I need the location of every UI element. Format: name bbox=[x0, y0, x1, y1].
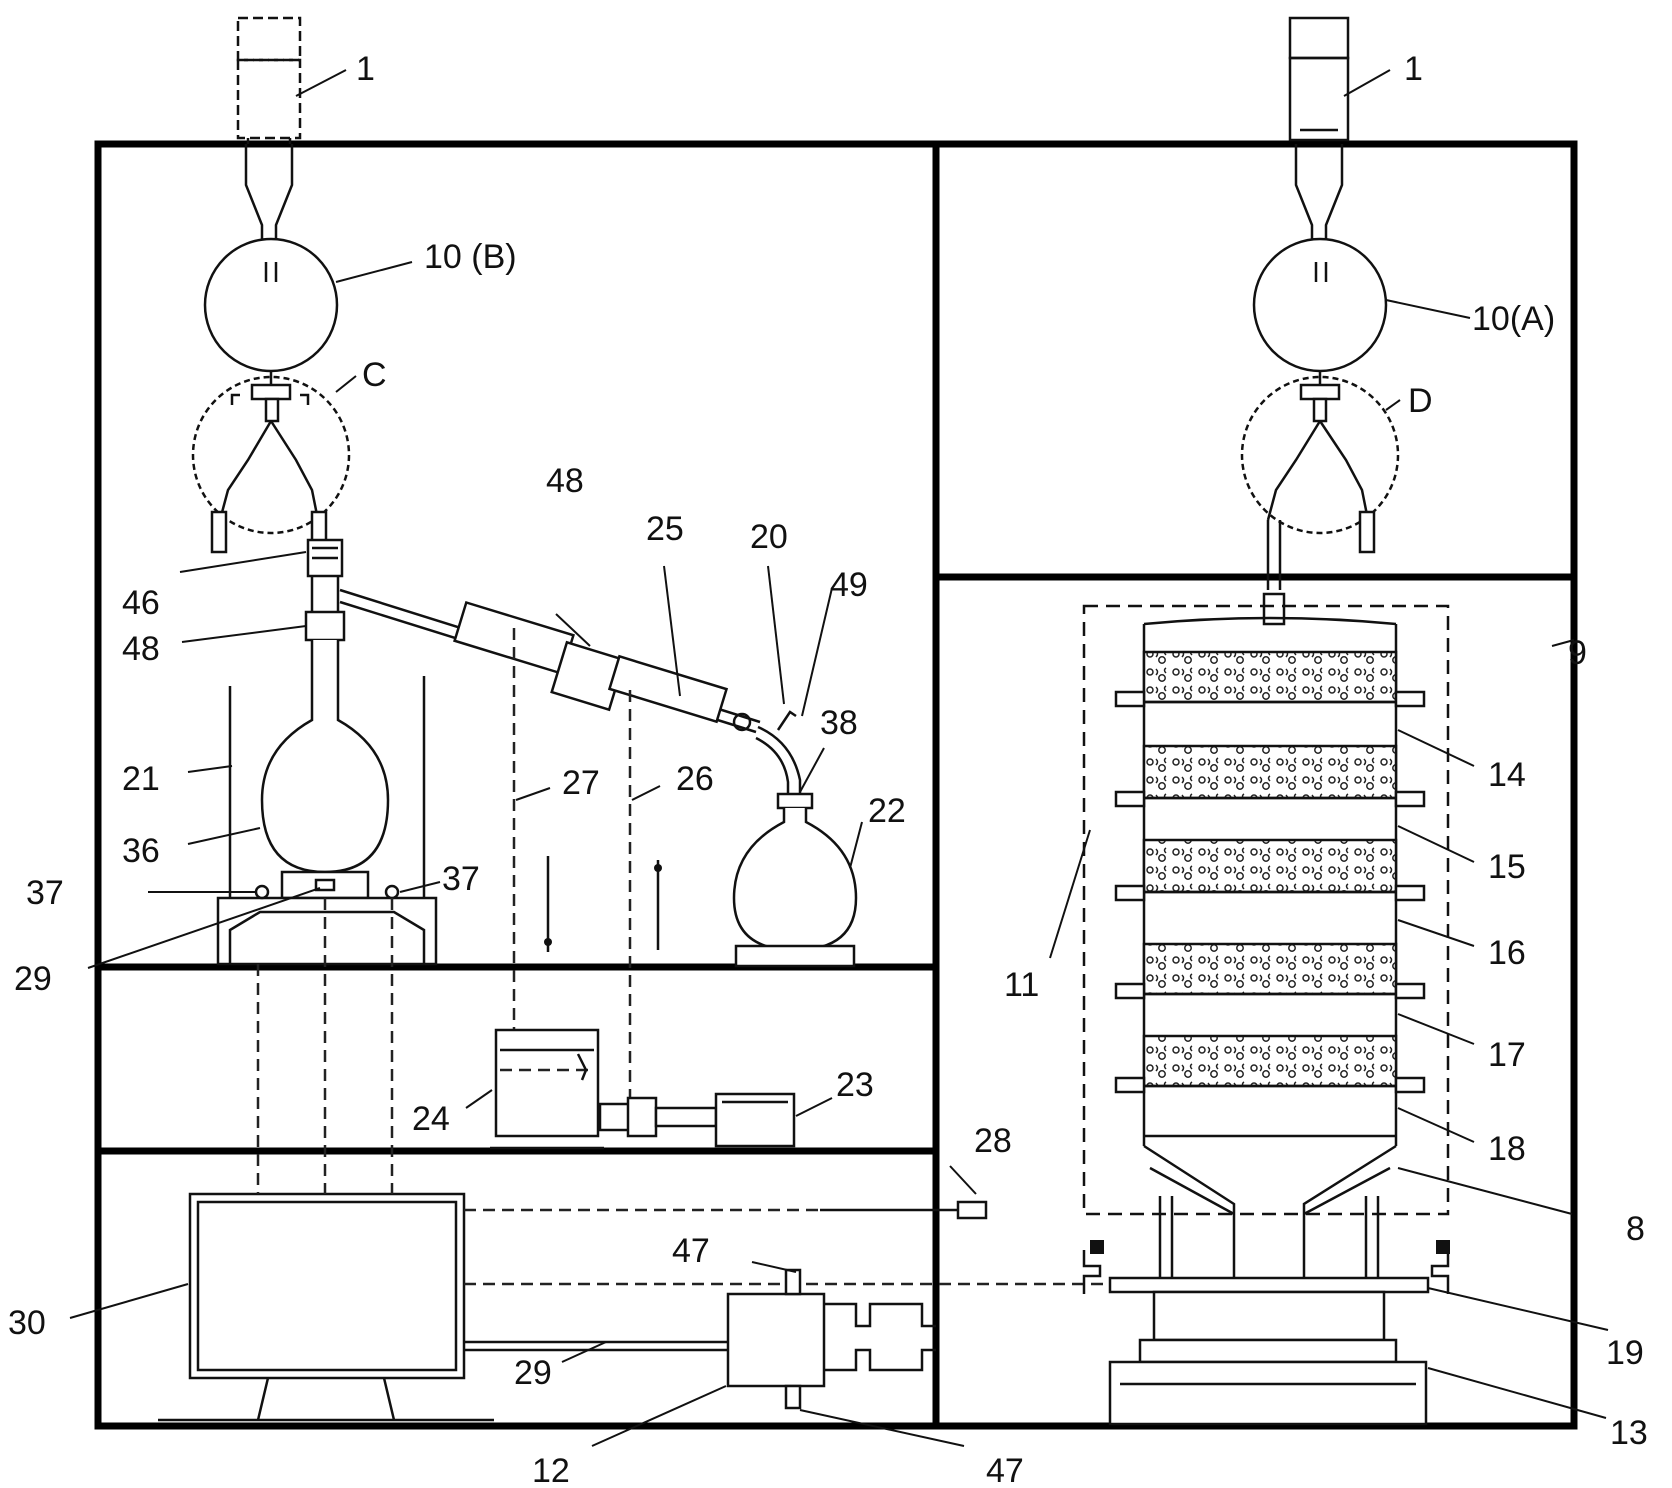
controller-box-12 bbox=[726, 1268, 936, 1410]
label-13: 13 bbox=[1610, 1414, 1648, 1452]
label-47-bottom: 47 bbox=[986, 1452, 1024, 1488]
label-18: 18 bbox=[1488, 1130, 1526, 1168]
label-49: 49 bbox=[830, 566, 868, 604]
label-9: 9 bbox=[1568, 634, 1587, 672]
label-19: 19 bbox=[1606, 1334, 1644, 1372]
label-17: 17 bbox=[1488, 1036, 1526, 1074]
label-23: 23 bbox=[836, 1066, 874, 1104]
label-25: 25 bbox=[646, 510, 684, 548]
column-reactor bbox=[1082, 604, 1450, 1294]
label-27: 27 bbox=[562, 764, 600, 802]
label-c: C bbox=[362, 356, 387, 394]
condenser-25 bbox=[339, 588, 802, 798]
label-29-top: 29 bbox=[14, 960, 52, 998]
label-48-top: 48 bbox=[546, 462, 584, 500]
labels: 1 1 10 (B) 10(A) C D 48 25 20 49 46 48 3… bbox=[8, 50, 1648, 1488]
heating-mantle-stand bbox=[216, 676, 438, 966]
detail-circle-d bbox=[1240, 375, 1400, 626]
label-15: 15 bbox=[1488, 848, 1526, 886]
cooling-water-lines bbox=[512, 628, 662, 1136]
label-8: 8 bbox=[1626, 1210, 1645, 1248]
separatory-funnel-10b bbox=[203, 144, 339, 385]
label-11: 11 bbox=[1004, 966, 1039, 1004]
leader-lines bbox=[69, 69, 1609, 1447]
label-30: 30 bbox=[8, 1304, 46, 1342]
label-12: 12 bbox=[532, 1452, 570, 1488]
right-cartridge-1 bbox=[1288, 16, 1350, 142]
label-22: 22 bbox=[868, 792, 906, 830]
label-48-left: 48 bbox=[122, 630, 160, 668]
label-21: 21 bbox=[122, 760, 160, 798]
label-37-right: 37 bbox=[442, 860, 480, 898]
left-cartridge-1 bbox=[236, 16, 302, 144]
label-38: 38 bbox=[820, 704, 858, 742]
label-24: 24 bbox=[412, 1100, 450, 1138]
label-37-left: 37 bbox=[26, 874, 64, 912]
label-46: 46 bbox=[122, 584, 160, 622]
receiving-flask-22 bbox=[732, 792, 858, 968]
label-d: D bbox=[1408, 382, 1433, 420]
separatory-funnel-10a bbox=[1252, 144, 1388, 385]
distillation-flask-36 bbox=[260, 538, 390, 900]
balance-13 bbox=[1108, 1276, 1430, 1426]
water-tank-24 bbox=[490, 1028, 604, 1150]
label-1-left: 1 bbox=[356, 50, 375, 88]
label-29-bottom: 29 bbox=[514, 1354, 552, 1392]
label-20: 20 bbox=[750, 518, 788, 556]
pump-23 bbox=[598, 1092, 796, 1148]
detail-circle-c bbox=[191, 375, 351, 554]
label-10b: 10 (B) bbox=[424, 238, 517, 276]
label-16: 16 bbox=[1488, 934, 1526, 972]
monitor-30 bbox=[158, 1192, 494, 1422]
label-1-right: 1 bbox=[1404, 50, 1423, 88]
label-47-top: 47 bbox=[672, 1232, 710, 1270]
label-10a: 10(A) bbox=[1472, 300, 1555, 338]
label-26: 26 bbox=[676, 760, 714, 798]
label-36: 36 bbox=[122, 832, 160, 870]
label-14: 14 bbox=[1488, 756, 1526, 794]
label-28: 28 bbox=[974, 1122, 1012, 1160]
